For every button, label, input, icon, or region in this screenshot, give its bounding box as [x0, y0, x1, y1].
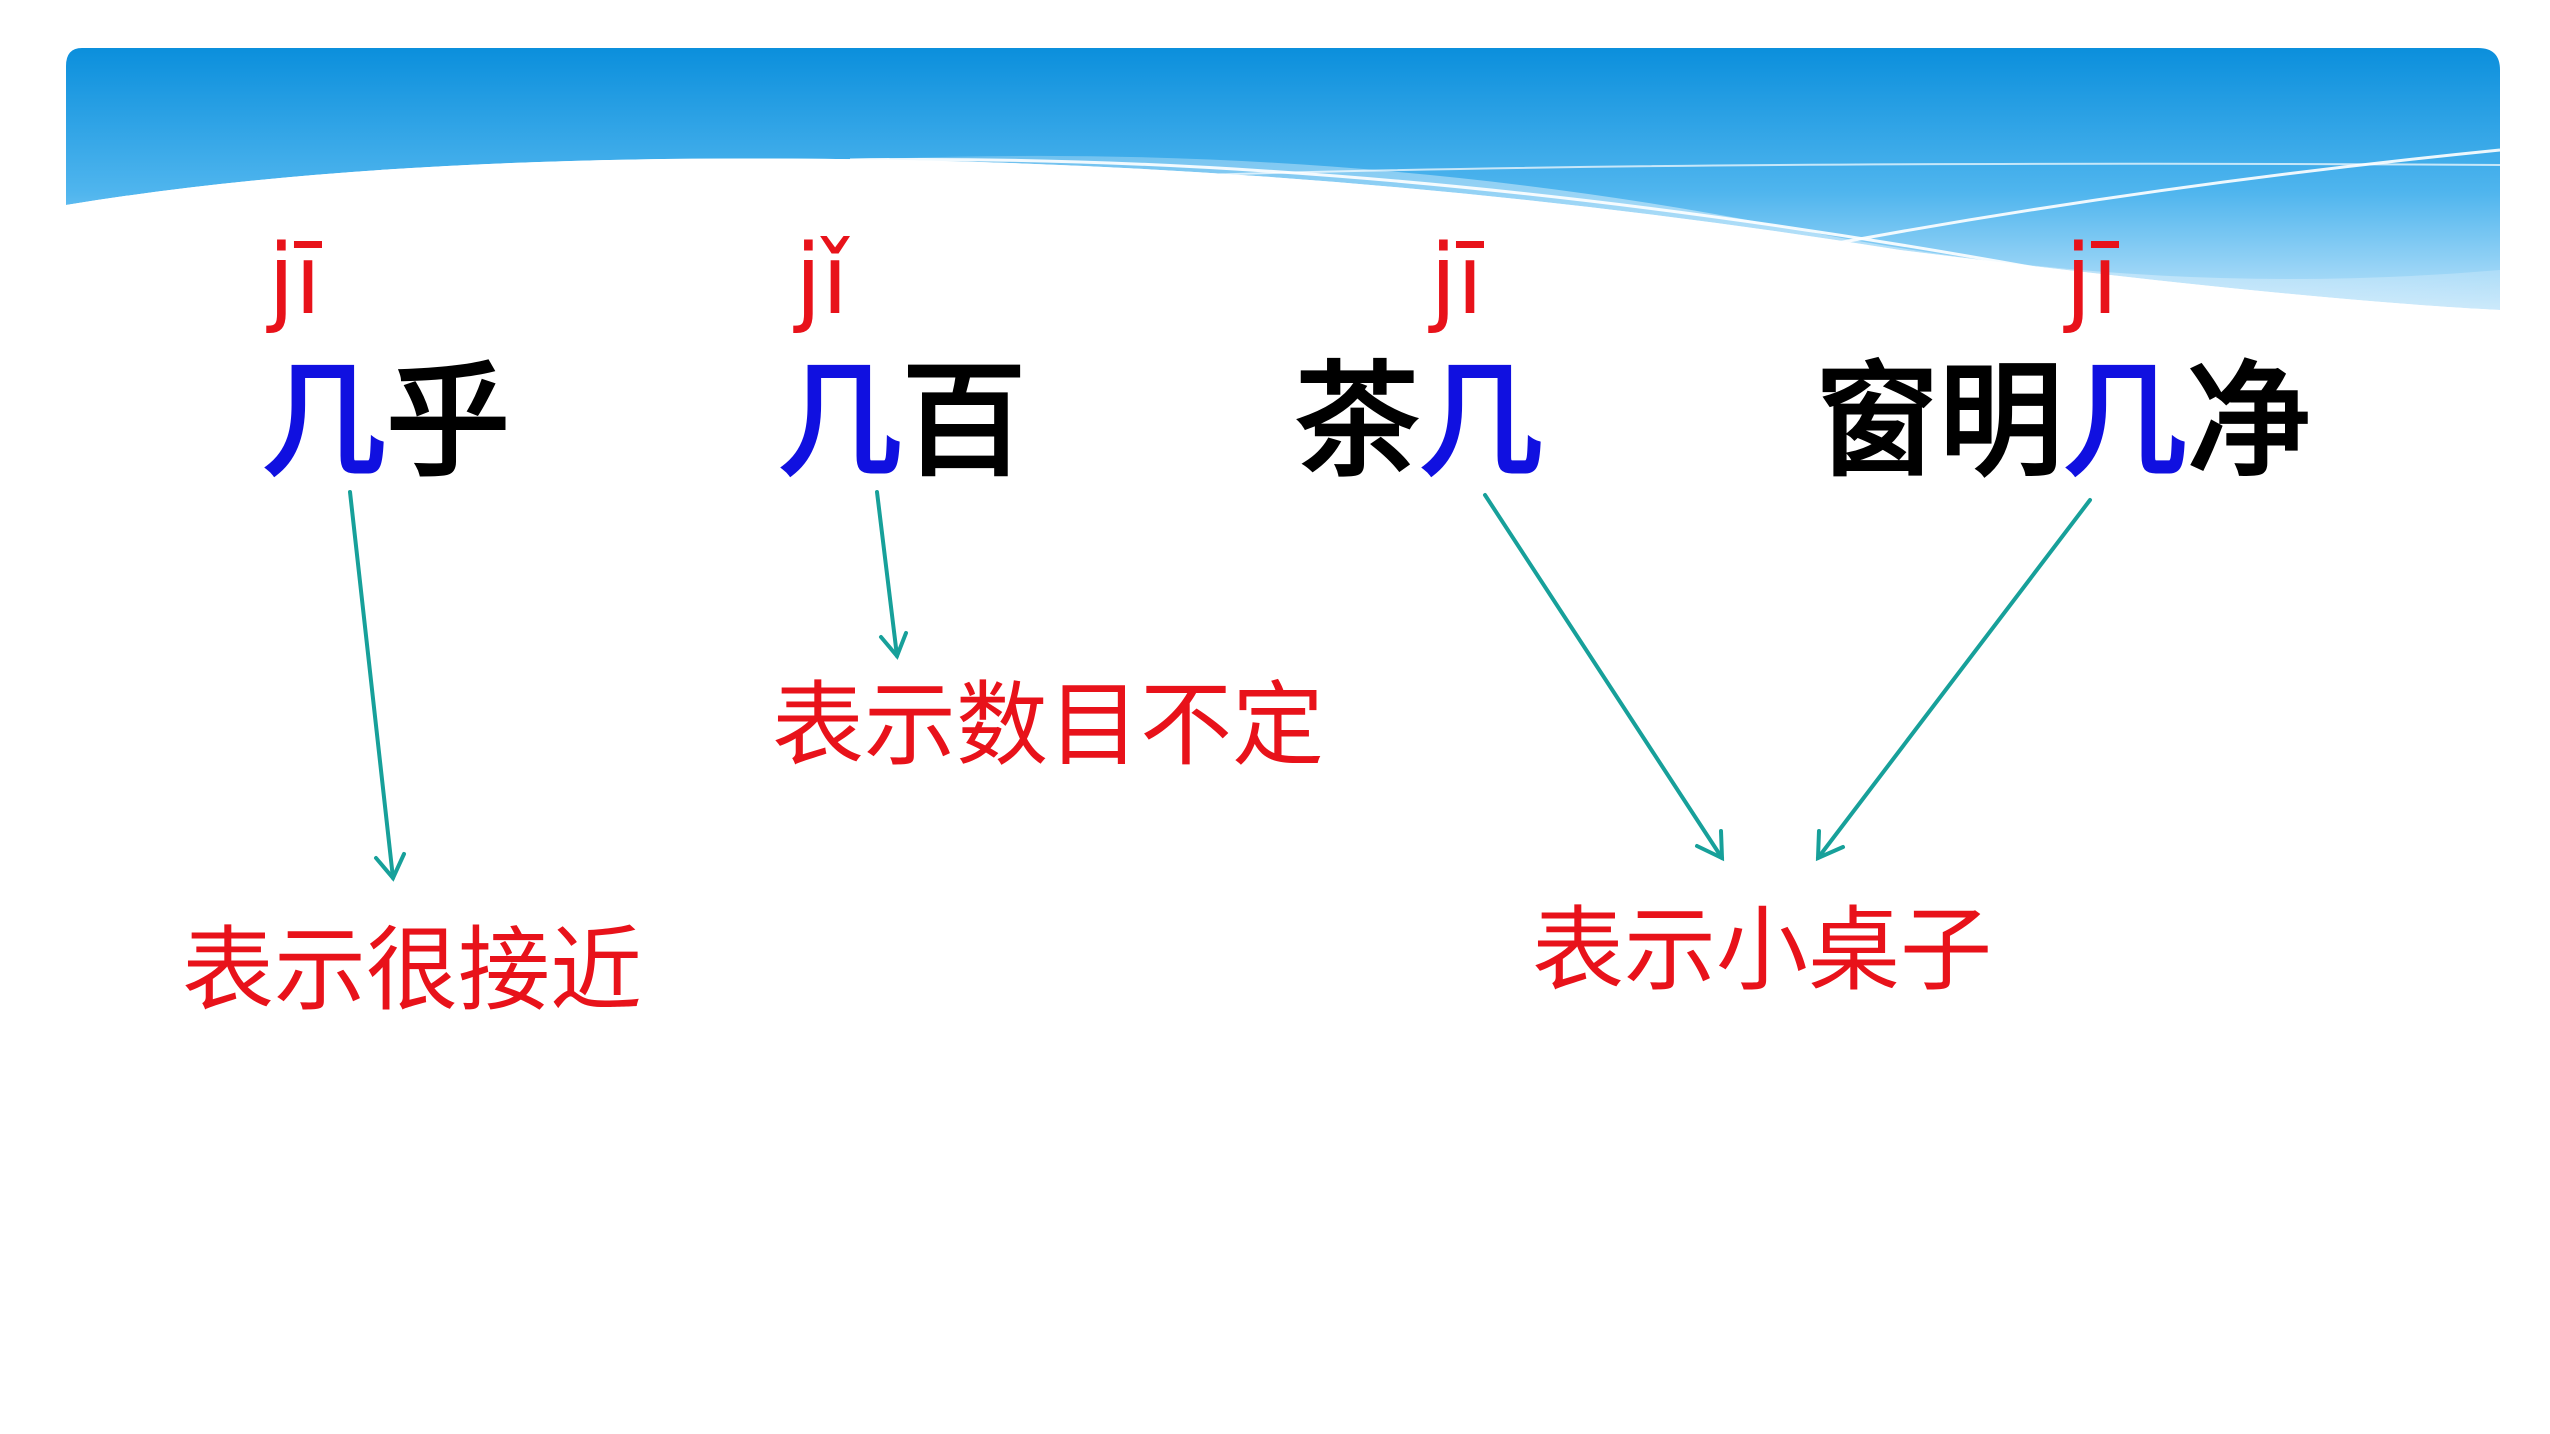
pinyin-4: jī [2065, 224, 2119, 336]
word-char: 几 [262, 349, 387, 494]
word-jihu: 几乎 [262, 360, 510, 484]
meaning-close: 表示很接近 [182, 917, 643, 1024]
word-jibai: 几百 [778, 360, 1026, 484]
pinyin-3: jī [1430, 224, 1484, 336]
meaning-uncertain-number: 表示数目不定 [772, 672, 1325, 779]
banner-line [849, 157, 2301, 322]
banner-line [1559, 148, 2501, 302]
meaning-small-table: 表示小桌子 [1532, 897, 1993, 1004]
arrowhead-chaji [1695, 829, 1725, 862]
arrow-chuangmingjijing [1816, 498, 2092, 860]
word-char: 乎 [386, 349, 511, 494]
word-chaji: 茶几 [1295, 360, 1543, 484]
word-char: 几 [2063, 349, 2188, 494]
wave-banner [0, 48, 2501, 360]
arrowhead-jibai [879, 631, 908, 660]
arrowhead-chuangmingjijing [1815, 829, 1845, 862]
word-char: 百 [902, 349, 1027, 494]
arrow-chaji [1483, 493, 1724, 860]
word-char: 净 [2187, 349, 2312, 494]
banner-line [1199, 162, 2501, 176]
arrow-jihu [348, 490, 395, 880]
word-char: 几 [778, 349, 903, 494]
pinyin-1: jī [268, 224, 322, 336]
arrowhead-jihu [374, 852, 406, 882]
word-chuangmingjijing: 窗明几净 [1815, 360, 2311, 484]
word-char: 窗明 [1815, 349, 2064, 494]
arrow-jibai [875, 490, 899, 658]
pinyin-2: jǐ [795, 224, 849, 336]
word-char: 几 [1419, 349, 1544, 494]
word-char: 茶 [1295, 349, 1420, 494]
